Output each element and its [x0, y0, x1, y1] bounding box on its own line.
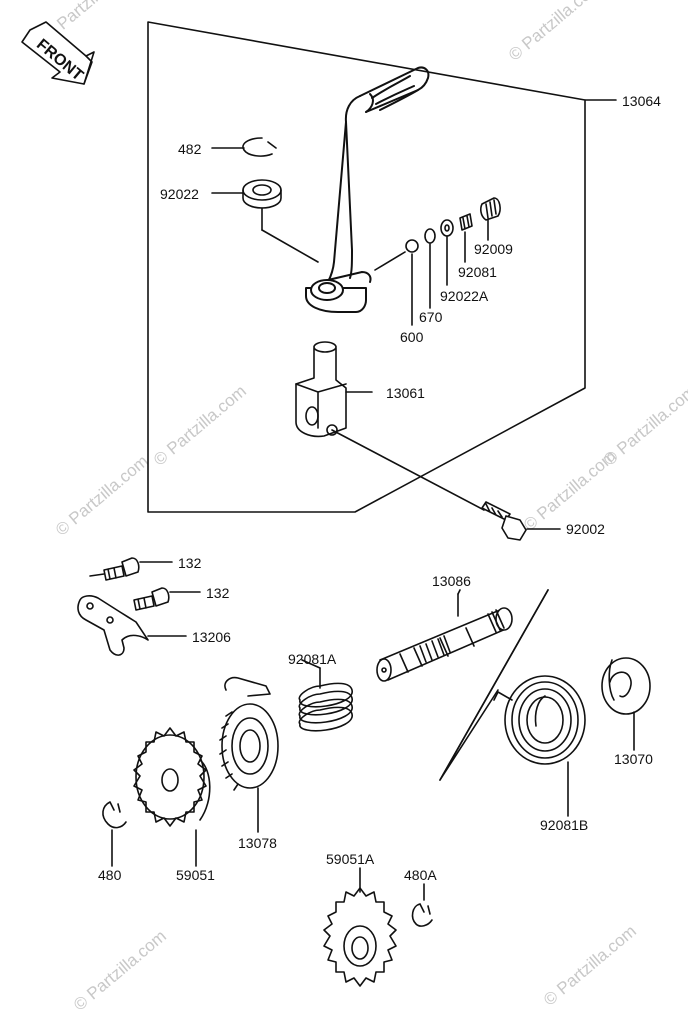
label-13206: 13206: [192, 629, 231, 645]
assembly-frame: [147, 21, 586, 513]
bolt-132-b: [133, 587, 201, 611]
ball-600: [405, 239, 419, 253]
bracket-13206: [77, 595, 187, 656]
label-59051: 59051: [176, 867, 215, 883]
label-92022A: 92022A: [440, 288, 489, 304]
label-670: 670: [419, 309, 443, 325]
bolt-92002: [481, 501, 561, 541]
label-13070: 13070: [614, 751, 653, 767]
spring-92081: [459, 213, 473, 231]
spring-92081A: [298, 667, 353, 732]
spring-92081B: [493, 675, 586, 817]
label-480A: 480A: [404, 867, 437, 883]
label-92009: 92009: [474, 241, 513, 257]
label-92002: 92002: [566, 521, 605, 537]
gear-59051: [133, 727, 211, 867]
kick-shaft-13086: [376, 589, 513, 682]
pedal-boss-13061: [295, 341, 373, 438]
front-arrow-icon: [21, 21, 95, 85]
label-13061: 13061: [386, 385, 425, 401]
ratchet-13078: [219, 676, 279, 833]
label-600: 600: [400, 329, 424, 345]
label-132-b: 132: [206, 585, 230, 601]
label-482: 482: [178, 141, 202, 157]
label-92022: 92022: [160, 186, 199, 202]
washer-92022: [242, 179, 282, 201]
label-92081: 92081: [458, 264, 497, 280]
bolt-132-a: [89, 557, 173, 581]
label-13086: 13086: [432, 573, 471, 589]
washer-92022A: [440, 219, 454, 237]
label-59051A: 59051A: [326, 851, 375, 867]
clip-480: [102, 801, 127, 867]
label-92081A: 92081A: [288, 651, 337, 667]
washer-670: [424, 228, 436, 244]
clip-480A: [411, 883, 433, 927]
label-132-a: 132: [178, 555, 202, 571]
gear-59051A: [323, 867, 397, 987]
kick-lever-13064: [305, 66, 430, 313]
label-13078: 13078: [238, 835, 277, 851]
label-92081B: 92081B: [540, 817, 589, 833]
cap-92009: [480, 197, 501, 221]
label-480: 480: [98, 867, 122, 883]
label-13064: 13064: [622, 93, 661, 109]
clip-482: [242, 137, 277, 157]
guide-13070: [601, 657, 651, 751]
